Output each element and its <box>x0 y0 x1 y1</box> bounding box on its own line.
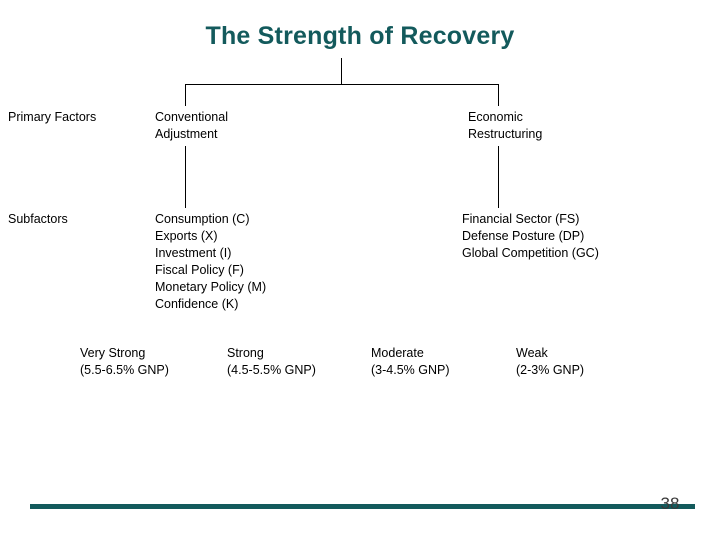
strength-scale-range: (2-3% GNP) <box>516 363 585 377</box>
subfactor-list-economic-restructuring: Financial Sector (FS) Defense Posture (D… <box>462 212 599 260</box>
strength-scale-label: Very Strong <box>80 346 146 360</box>
connector-right-stem <box>498 146 499 208</box>
strength-scale-label: Strong <box>227 346 264 360</box>
connector-left-stem <box>185 146 186 208</box>
strength-scale-item: Moderate (3-4.5% GNP) <box>371 345 450 379</box>
page-title: The Strength of Recovery <box>205 22 515 50</box>
footer-rule <box>30 504 695 509</box>
strength-scale: Very Strong (5.5-6.5% GNP) Strong (4.5-5… <box>0 345 720 385</box>
strength-scale-label: Moderate <box>371 346 424 360</box>
subfactor-list-conventional-adjustment: Consumption (C) Exports (X) Investment (… <box>155 212 267 311</box>
strength-scale-item: Very Strong (5.5-6.5% GNP) <box>80 345 169 379</box>
strength-scale-range: (5.5-6.5% GNP) <box>80 363 169 377</box>
connector-left-drop <box>185 84 186 106</box>
connector-trunk-vertical <box>341 58 342 84</box>
strength-scale-item: Weak (2-3% GNP) <box>516 345 584 379</box>
primary-factor-conventional-adjustment: Conventional Adjustment <box>155 110 228 141</box>
primary-factor-economic-restructuring: Economic Restructuring <box>468 110 543 141</box>
strength-scale-label: Weak <box>516 346 548 360</box>
strength-scale-range: (4.5-5.5% GNP) <box>227 363 316 377</box>
row-label-primary-factors: Primary Factors <box>8 110 97 124</box>
row-label-subfactors: Subfactors <box>8 212 68 226</box>
page-number: 38 <box>660 494 680 513</box>
strength-scale-item: Strong (4.5-5.5% GNP) <box>227 345 316 379</box>
connector-branch-bar <box>185 84 499 85</box>
connector-right-drop <box>498 84 499 106</box>
strength-scale-range: (3-4.5% GNP) <box>371 363 450 377</box>
